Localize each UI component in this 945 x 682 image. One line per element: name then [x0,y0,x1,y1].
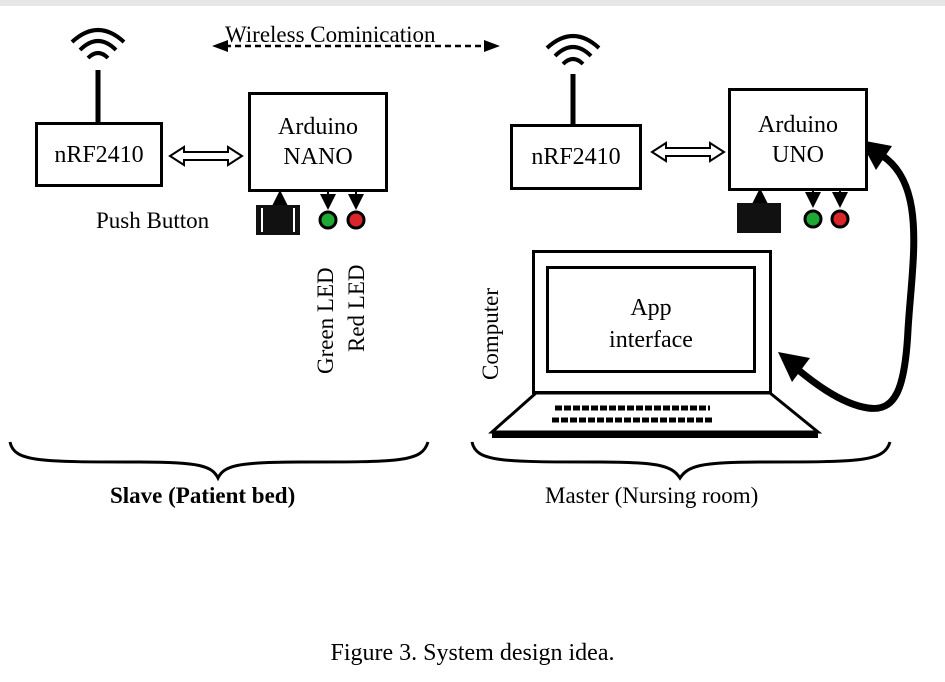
app-line2: interface [609,327,693,353]
slave-link-arrow [168,145,244,167]
push-button-label: Push Button [96,208,210,233]
slave-green-led-icon [318,210,338,230]
master-red-led-icon [830,209,850,229]
slave-board-line1: Arduino [278,114,358,140]
usb-cable-arrow [778,140,918,412]
master-nrf-label: nRF2410 [531,144,621,170]
master-group-label: Master (Nursing room) [545,483,759,508]
laptop-keyboard-icon [488,391,823,438]
wireless-label: Wireless Cominication [225,22,436,47]
master-pin-arrows [752,188,848,208]
slave-push-button-icon [256,205,300,235]
master-push-button-icon [737,203,781,233]
top-divider [0,0,945,6]
master-antenna-icon [545,34,601,124]
slave-antenna-icon [70,28,126,122]
master-link-arrow [650,141,726,163]
slave-pin-arrows [272,190,364,210]
slave-red-led-icon [346,210,366,230]
master-board-line2: UNO [772,141,824,168]
slave-brace [8,441,430,482]
master-board-line1: Arduino [758,111,838,138]
master-nrf-box: nRF2410 [510,124,642,190]
slave-group-label: Slave (Patient bed) [110,483,296,508]
app-interface-label: App interface [561,292,741,356]
master-brace [470,441,892,481]
slave-nrf-box: nRF2410 [35,122,163,187]
app-line1: App [630,295,672,321]
computer-label: Computer [478,288,503,380]
master-green-led-icon [803,209,823,229]
slave-board-line2: NANO [283,144,353,170]
red-led-label: Red LED [344,264,369,352]
green-led-label: Green LED [313,267,338,374]
slave-arduino-box: Arduino NANO [248,92,388,192]
figure-caption: Figure 3. System design idea. [330,640,615,666]
slave-nrf-label: nRF2410 [54,141,144,168]
wireless-arrow [212,40,500,52]
master-arduino-box: Arduino UNO [728,88,868,191]
laptop-screen-inner [546,266,756,373]
